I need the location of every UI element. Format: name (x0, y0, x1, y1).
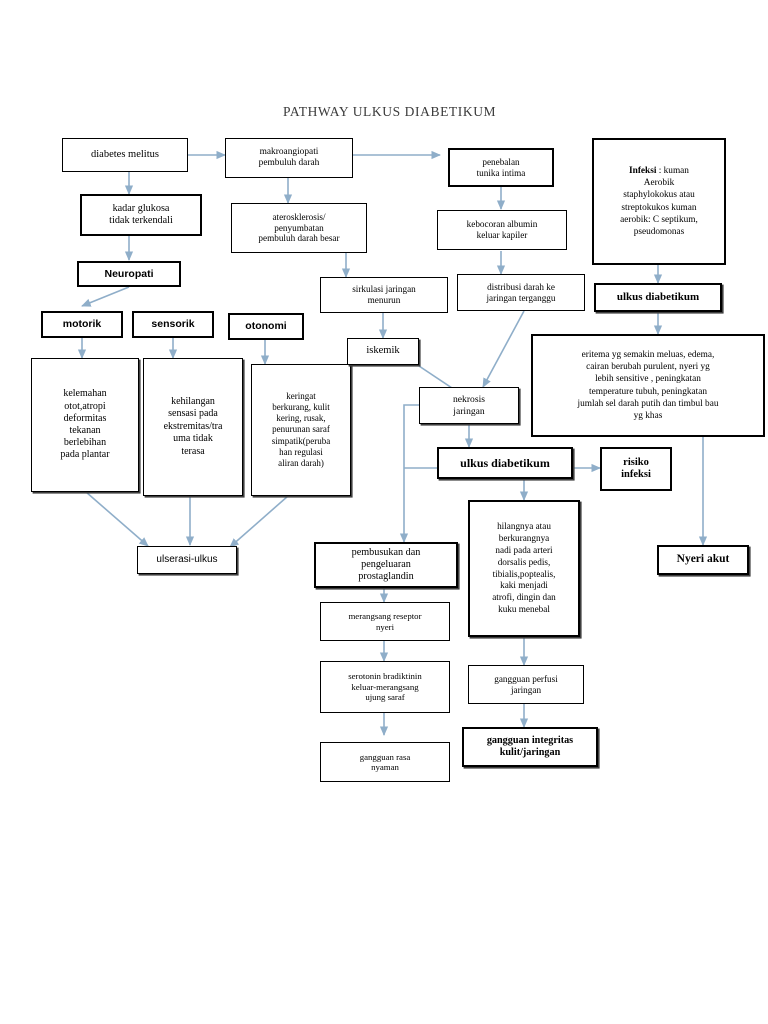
node-makroangiopati-label: makroangiopati pembuluh darah (258, 146, 320, 168)
node-gangguan-perfusi-label: gangguan perfusi jaringan (494, 673, 558, 695)
node-pembusukan-label: pembusukan dan pengeluaran prostaglandin (351, 546, 421, 583)
node-hilangnya-nadi-label: hilangnya atau berkurangnya nadi pada ar… (492, 521, 556, 614)
node-serotonin: serotonin bradiktinin keluar-merangsang … (320, 661, 450, 713)
node-kebocoran-albumin: kebocoran albumin keluar kapiler (437, 210, 567, 250)
node-gangguan-rasa-nyaman: gangguan rasa nyaman (320, 742, 450, 782)
node-merangsang-reseptor-label: merangsang reseptor nyeri (348, 611, 422, 632)
node-eritema-label: eritema yg semakin meluas, edema, cairan… (577, 349, 719, 422)
node-penebalan-tunika: penebalan tunika intima (448, 148, 554, 187)
node-aterosklerosis-label: aterosklerosis/ penyumbatan pembuluh dar… (258, 211, 340, 244)
node-gangguan-integritas: gangguan integritas kulit/jaringan (462, 727, 598, 767)
node-kelemahan-otot: kelemahan otot,atropi deformitas tekanan… (31, 358, 139, 492)
node-ulserasi-ulkus: ulserasi-ulkus (137, 546, 237, 574)
node-aterosklerosis: aterosklerosis/ penyumbatan pembuluh dar… (231, 203, 367, 253)
node-distribusi-darah-label: distribusi darah ke jaringan terganggu (486, 281, 556, 303)
node-keringat-berkurang-label: keringat berkurang, kulit kering, rusak,… (271, 391, 331, 468)
node-diabetes-melitus: diabetes melitus (62, 138, 188, 172)
node-sirkulasi-jaringan: sirkulasi jaringan menurun (320, 277, 448, 313)
node-kebocoran-albumin-label: kebocoran albumin keluar kapiler (466, 219, 538, 240)
node-ulkus-diabetikum-center: ulkus diabetikum (437, 447, 573, 479)
node-sensorik: sensorik (132, 311, 214, 338)
node-kelemahan-otot-label: kelemahan otot,atropi deformitas tekanan… (60, 388, 110, 461)
node-serotonin-label: serotonin bradiktinin keluar-merangsang … (348, 671, 422, 703)
node-neuropati: Neuropati (77, 261, 181, 287)
node-makroangiopati: makroangiopati pembuluh darah (225, 138, 353, 178)
node-sirkulasi-jaringan-label: sirkulasi jaringan menurun (352, 284, 416, 305)
node-nekrosis-jaringan: nekrosis jaringan (419, 387, 519, 424)
node-kehilangan-sensasi-label: kehilangan sensasi pada ekstremitas/tra … (163, 395, 223, 457)
node-nyeri-akut: Nyeri akut (657, 545, 749, 575)
node-motorik: motorik (41, 311, 123, 338)
node-gangguan-rasa-nyaman-label: gangguan rasa nyaman (359, 751, 411, 772)
node-hilangnya-nadi: hilangnya atau berkurangnya nadi pada ar… (468, 500, 580, 637)
node-keringat-berkurang: keringat berkurang, kulit kering, rusak,… (251, 364, 351, 496)
page-title: PATHWAY ULKUS DIABETIKUM (283, 104, 497, 119)
node-pembusukan: pembusukan dan pengeluaran prostaglandin (314, 542, 458, 588)
node-merangsang-reseptor: merangsang reseptor nyeri (320, 602, 450, 641)
node-otonomi: otonomi (228, 313, 304, 340)
node-penebalan-tunika-label: penebalan tunika intima (476, 156, 526, 178)
node-kadar-glukosa-label: kadar glukosa tidak terkendali (109, 202, 173, 226)
node-distribusi-darah: distribusi darah ke jaringan terganggu (457, 274, 585, 311)
node-gangguan-perfusi: gangguan perfusi jaringan (468, 665, 584, 704)
node-nekrosis-jaringan-label: nekrosis jaringan (453, 394, 485, 417)
node-kehilangan-sensasi: kehilangan sensasi pada ekstremitas/tra … (143, 358, 243, 496)
node-risiko-infeksi-label: risiko infeksi (621, 456, 651, 480)
node-ulkus-diabetikum-right: ulkus diabetikum (594, 283, 722, 312)
node-gangguan-integritas-label: gangguan integritas kulit/jaringan (486, 734, 574, 758)
node-risiko-infeksi: risiko infeksi (600, 447, 672, 491)
node-kadar-glukosa: kadar glukosa tidak terkendali (80, 194, 202, 236)
node-iskemik: iskemik (347, 338, 419, 365)
node-eritema: eritema yg semakin meluas, edema, cairan… (531, 334, 765, 437)
